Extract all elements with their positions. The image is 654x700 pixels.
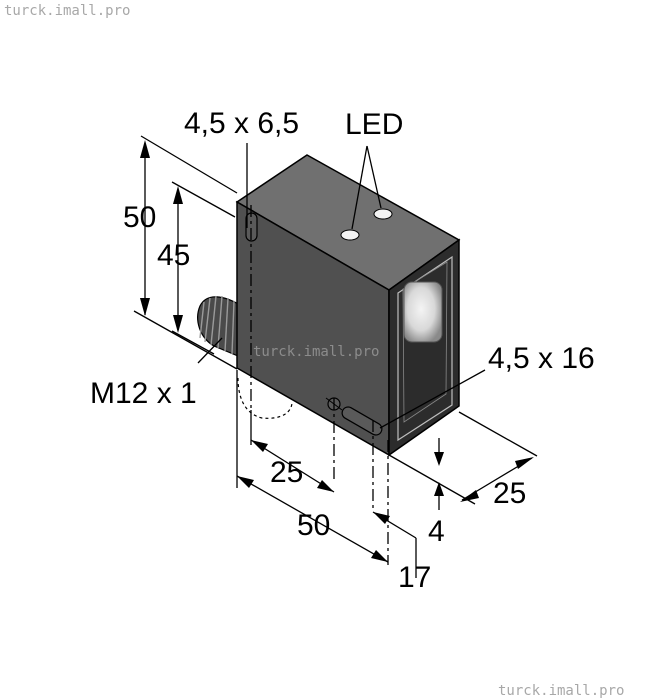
sensor-housing: [235, 154, 461, 457]
slot-front-label: 4,5 x 16: [488, 342, 595, 375]
dimension-height-50: [133, 135, 238, 370]
front-window-frame: [397, 255, 453, 442]
watermark-center: turck.imall.pro: [253, 344, 379, 360]
depth-25-right-label: 25: [493, 477, 526, 510]
height-50-label: 50: [123, 201, 156, 234]
centre-lines: [237, 205, 389, 565]
mounting-slot-front: [341, 406, 383, 436]
dimension-depth: [388, 411, 538, 510]
m12-connector: [197, 295, 241, 357]
height-45-label: 45: [157, 239, 190, 272]
dimension-width: [236, 370, 417, 578]
width-50-label: 50: [297, 509, 330, 542]
depth-4-label: 4: [428, 515, 445, 548]
sensor-lens: [403, 281, 443, 343]
slot-top-label: 4,5 x 6,5: [184, 107, 299, 140]
led-label: LED: [345, 108, 403, 141]
dimension-height-45: [171, 181, 236, 355]
width-17-label: 17: [398, 561, 431, 594]
led-indicator-2: [373, 208, 393, 220]
watermark-top: turck.imall.pro: [4, 3, 130, 19]
depth-25-left-label: 25: [270, 456, 303, 489]
connector-label: M12 x 1: [90, 377, 197, 410]
leader-lines: [197, 143, 486, 429]
led-indicator-1: [340, 229, 360, 241]
watermark-bottom: turck.imall.pro: [498, 683, 624, 699]
